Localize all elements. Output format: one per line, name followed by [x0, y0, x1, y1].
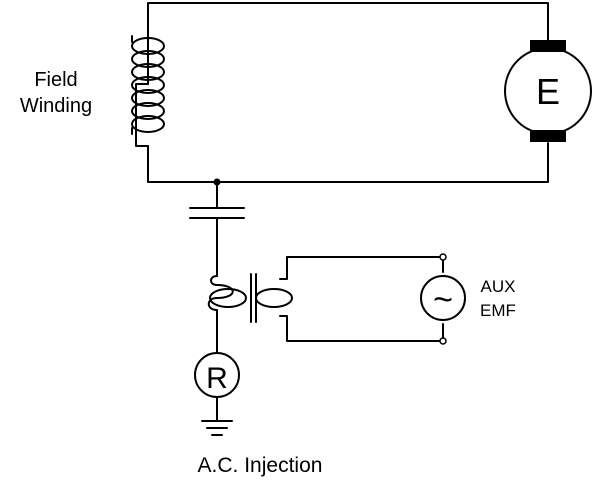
resistor-label: R — [206, 362, 228, 395]
coil-loop — [131, 115, 165, 133]
coil-loop — [131, 76, 165, 94]
ac-source-circle — [420, 275, 466, 321]
exciter-machine: E — [504, 40, 592, 142]
primary-loop — [209, 288, 247, 308]
aux-emf-source: ~ — [420, 253, 466, 345]
main-loop-wire — [147, 2, 549, 183]
coil-loop — [131, 63, 165, 81]
primary-coil — [207, 275, 234, 354]
secondary-loop — [255, 288, 293, 308]
aux-label-line1: AUX — [481, 277, 516, 296]
coupling-capacitor — [189, 181, 245, 277]
field-winding-coil — [131, 37, 165, 147]
ground-symbol — [201, 396, 233, 436]
ac-tilde: ~ — [433, 281, 453, 319]
aux-label-line2: EMF — [480, 301, 516, 320]
secondary-bottom-wire — [279, 315, 444, 342]
coil-loop — [131, 37, 165, 55]
exciter-label: E — [536, 71, 560, 112]
coil-loop — [131, 102, 165, 120]
coil-loop — [131, 89, 165, 107]
secondary-top-wire — [279, 256, 444, 280]
caption: A.C. Injection — [198, 454, 323, 477]
resistor: R — [194, 352, 240, 398]
exciter-circle — [504, 47, 592, 135]
injection-transformer — [207, 256, 444, 354]
field-label-line2: Winding — [20, 95, 92, 117]
coil-loop — [131, 50, 165, 68]
terminal-bottom — [439, 337, 447, 345]
terminal-top — [439, 253, 447, 261]
field-label-line1: Field — [34, 69, 77, 91]
